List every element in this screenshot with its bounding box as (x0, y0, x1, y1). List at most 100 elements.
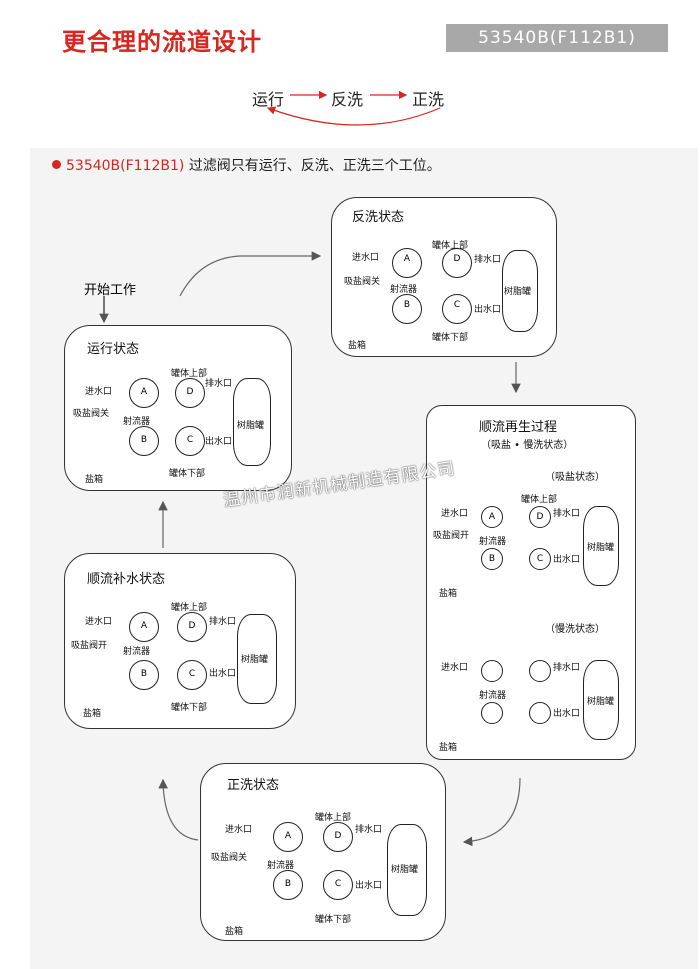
valve-a (481, 660, 503, 682)
brine-box-label: 盐箱 (85, 475, 104, 485)
valve-d: D (323, 822, 353, 852)
drain-label: 排水口 (205, 379, 233, 389)
resin-tank-label: 树脂罐 (241, 655, 269, 665)
valve-b (481, 702, 503, 724)
valve-d: D (529, 506, 551, 528)
brine-box-label: 盐箱 (348, 341, 367, 351)
rinse-state-box: 正洗状态 A B D C 树脂罐 进水口 罐体上部 排水口 吸盐阀关 射流器 出… (200, 763, 446, 941)
valve-b: B (129, 660, 159, 690)
rinse-title: 正洗状态 (227, 778, 280, 793)
tank-top-label: 罐体上部 (315, 813, 352, 823)
outlet-label: 出水口 (209, 669, 237, 679)
valve-a: A (273, 822, 303, 852)
valve-c: C (323, 870, 353, 900)
valve-c: C (529, 548, 551, 570)
valve-b: B (481, 548, 503, 570)
valve-a: A (392, 248, 422, 278)
sequence-arrows (266, 90, 441, 126)
suck-subtitle: （吸盐状态） (545, 472, 605, 483)
slow-subtitle: （慢洗状态） (545, 624, 605, 635)
tank-bottom-label: 罐体下部 (315, 915, 352, 925)
injector-label: 射流器 (267, 861, 295, 871)
model-badge: 53540B(F112B1) (446, 24, 668, 52)
tank-top-label: 罐体上部 (521, 495, 558, 505)
valve-c: C (177, 660, 207, 690)
resin-tank-label: 树脂罐 (504, 287, 532, 297)
brine-valve-label: 吸盐阀关 (211, 853, 248, 863)
valve-b: B (129, 426, 159, 456)
outlet-label: 出水口 (553, 555, 581, 565)
resin-tank-label: 树脂罐 (587, 697, 615, 707)
inlet-label: 进水口 (225, 825, 253, 835)
injector-label: 射流器 (479, 691, 507, 701)
tank-top-label: 罐体上部 (432, 241, 469, 251)
seq-rinse: 正洗 (412, 90, 445, 109)
brine-box-label: 盐箱 (83, 709, 102, 719)
drain-label: 排水口 (553, 663, 581, 673)
resin-tank-label: 树脂罐 (587, 543, 615, 553)
injector-label: 射流器 (479, 537, 507, 547)
refill-title: 顺流补水状态 (87, 572, 166, 587)
tank-bottom-label: 罐体下部 (169, 469, 206, 479)
outlet-label: 出水口 (355, 881, 383, 891)
brine-box-label: 盐箱 (439, 589, 458, 599)
valve-a: A (129, 612, 159, 642)
inlet-label: 进水口 (352, 253, 380, 263)
resin-tank (583, 660, 619, 740)
seq-backwash: 反洗 (331, 90, 364, 109)
seq-run: 运行 (252, 90, 285, 109)
resin-tank (233, 378, 271, 466)
run-title: 运行状态 (87, 342, 140, 357)
drain-label: 排水口 (355, 825, 383, 835)
tank-top-label: 罐体上部 (171, 603, 208, 613)
injector-label: 射流器 (123, 417, 151, 427)
injector-label: 射流器 (123, 647, 151, 657)
outlet-label: 出水口 (474, 305, 502, 315)
resin-tank-label: 树脂罐 (237, 421, 265, 431)
valve-c: C (175, 426, 205, 456)
outlet-label: 出水口 (553, 709, 581, 719)
injector-label: 射流器 (390, 285, 418, 295)
brine-valve-label: 吸盐阀关 (344, 277, 381, 287)
brine-box-label: 盐箱 (439, 743, 458, 753)
valve-d: D (442, 248, 472, 278)
valve-d (529, 660, 551, 682)
regen-title: 顺流再生过程 (479, 420, 558, 435)
note-text: 53540B(F112B1) 过滤阀只有运行、反洗、正洗三个工位。 (66, 158, 441, 174)
resin-tank (237, 614, 277, 704)
drain-label: 排水口 (474, 255, 502, 265)
valve-a: A (481, 506, 503, 528)
inlet-label: 进水口 (85, 617, 113, 627)
tank-top-label: 罐体上部 (171, 369, 208, 379)
backwash-state-box: 反洗状态 A B D C 树脂罐 进水口 罐体上部 排水口 吸盐阀关 射流器 出… (331, 197, 557, 357)
inlet-label: 进水口 (441, 509, 469, 519)
brine-box-label: 盐箱 (225, 927, 244, 937)
brine-valve-label: 吸盐阀开 (433, 531, 470, 541)
valve-c: C (442, 294, 472, 324)
valve-d: D (177, 612, 207, 642)
brine-valve-label: 吸盐阀开 (71, 641, 108, 651)
bullet-icon (52, 160, 61, 169)
resin-tank (583, 506, 619, 586)
drain-label: 排水口 (209, 617, 237, 627)
drain-label: 排水口 (553, 509, 581, 519)
refill-state-box: 顺流补水状态 A B D C 树脂罐 进水口 罐体上部 排水口 吸盐阀开 射流器… (64, 553, 296, 729)
resin-tank (387, 824, 427, 916)
brine-valve-label: 吸盐阀关 (73, 409, 110, 419)
tank-bottom-label: 罐体下部 (171, 703, 208, 713)
regen-subtitle: （吸盐 • 慢洗状态） (481, 440, 574, 451)
regen-state-box: 顺流再生过程 （吸盐 • 慢洗状态） （吸盐状态） （慢洗状态） A B D C… (426, 405, 636, 760)
valve-b: B (273, 870, 303, 900)
valve-c (529, 702, 551, 724)
valve-d: D (175, 378, 205, 408)
inlet-label: 进水口 (441, 663, 469, 673)
page-title: 更合理的流道设计 (62, 28, 262, 56)
tank-bottom-label: 罐体下部 (432, 333, 469, 343)
inlet-label: 进水口 (85, 387, 113, 397)
outlet-label: 出水口 (205, 437, 233, 447)
resin-tank-label: 树脂罐 (391, 865, 419, 875)
resin-tank (502, 250, 538, 332)
backwash-title: 反洗状态 (352, 210, 405, 225)
valve-a: A (129, 378, 159, 408)
